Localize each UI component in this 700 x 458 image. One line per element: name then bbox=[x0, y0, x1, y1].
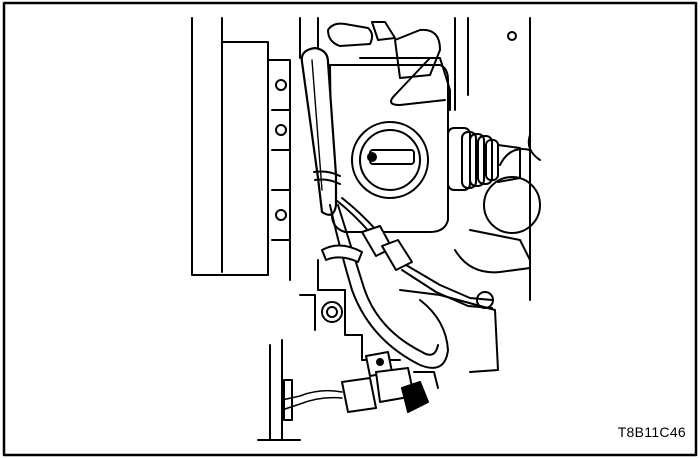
lower-wiring bbox=[257, 339, 343, 441]
harness-branches bbox=[329, 197, 449, 369]
upper-bracket bbox=[299, 17, 517, 111]
harness-clip bbox=[321, 244, 363, 263]
throttle-body bbox=[329, 64, 449, 233]
sensor-connector bbox=[341, 351, 439, 413]
right-housing bbox=[454, 17, 541, 301]
mounting-plate bbox=[191, 17, 291, 281]
wiring-harness bbox=[300, 46, 341, 216]
lower-bracket bbox=[299, 259, 499, 373]
figure-code: T8B11C46 bbox=[617, 424, 686, 440]
inline-connector bbox=[361, 225, 494, 309]
bellows-hose bbox=[447, 127, 521, 191]
